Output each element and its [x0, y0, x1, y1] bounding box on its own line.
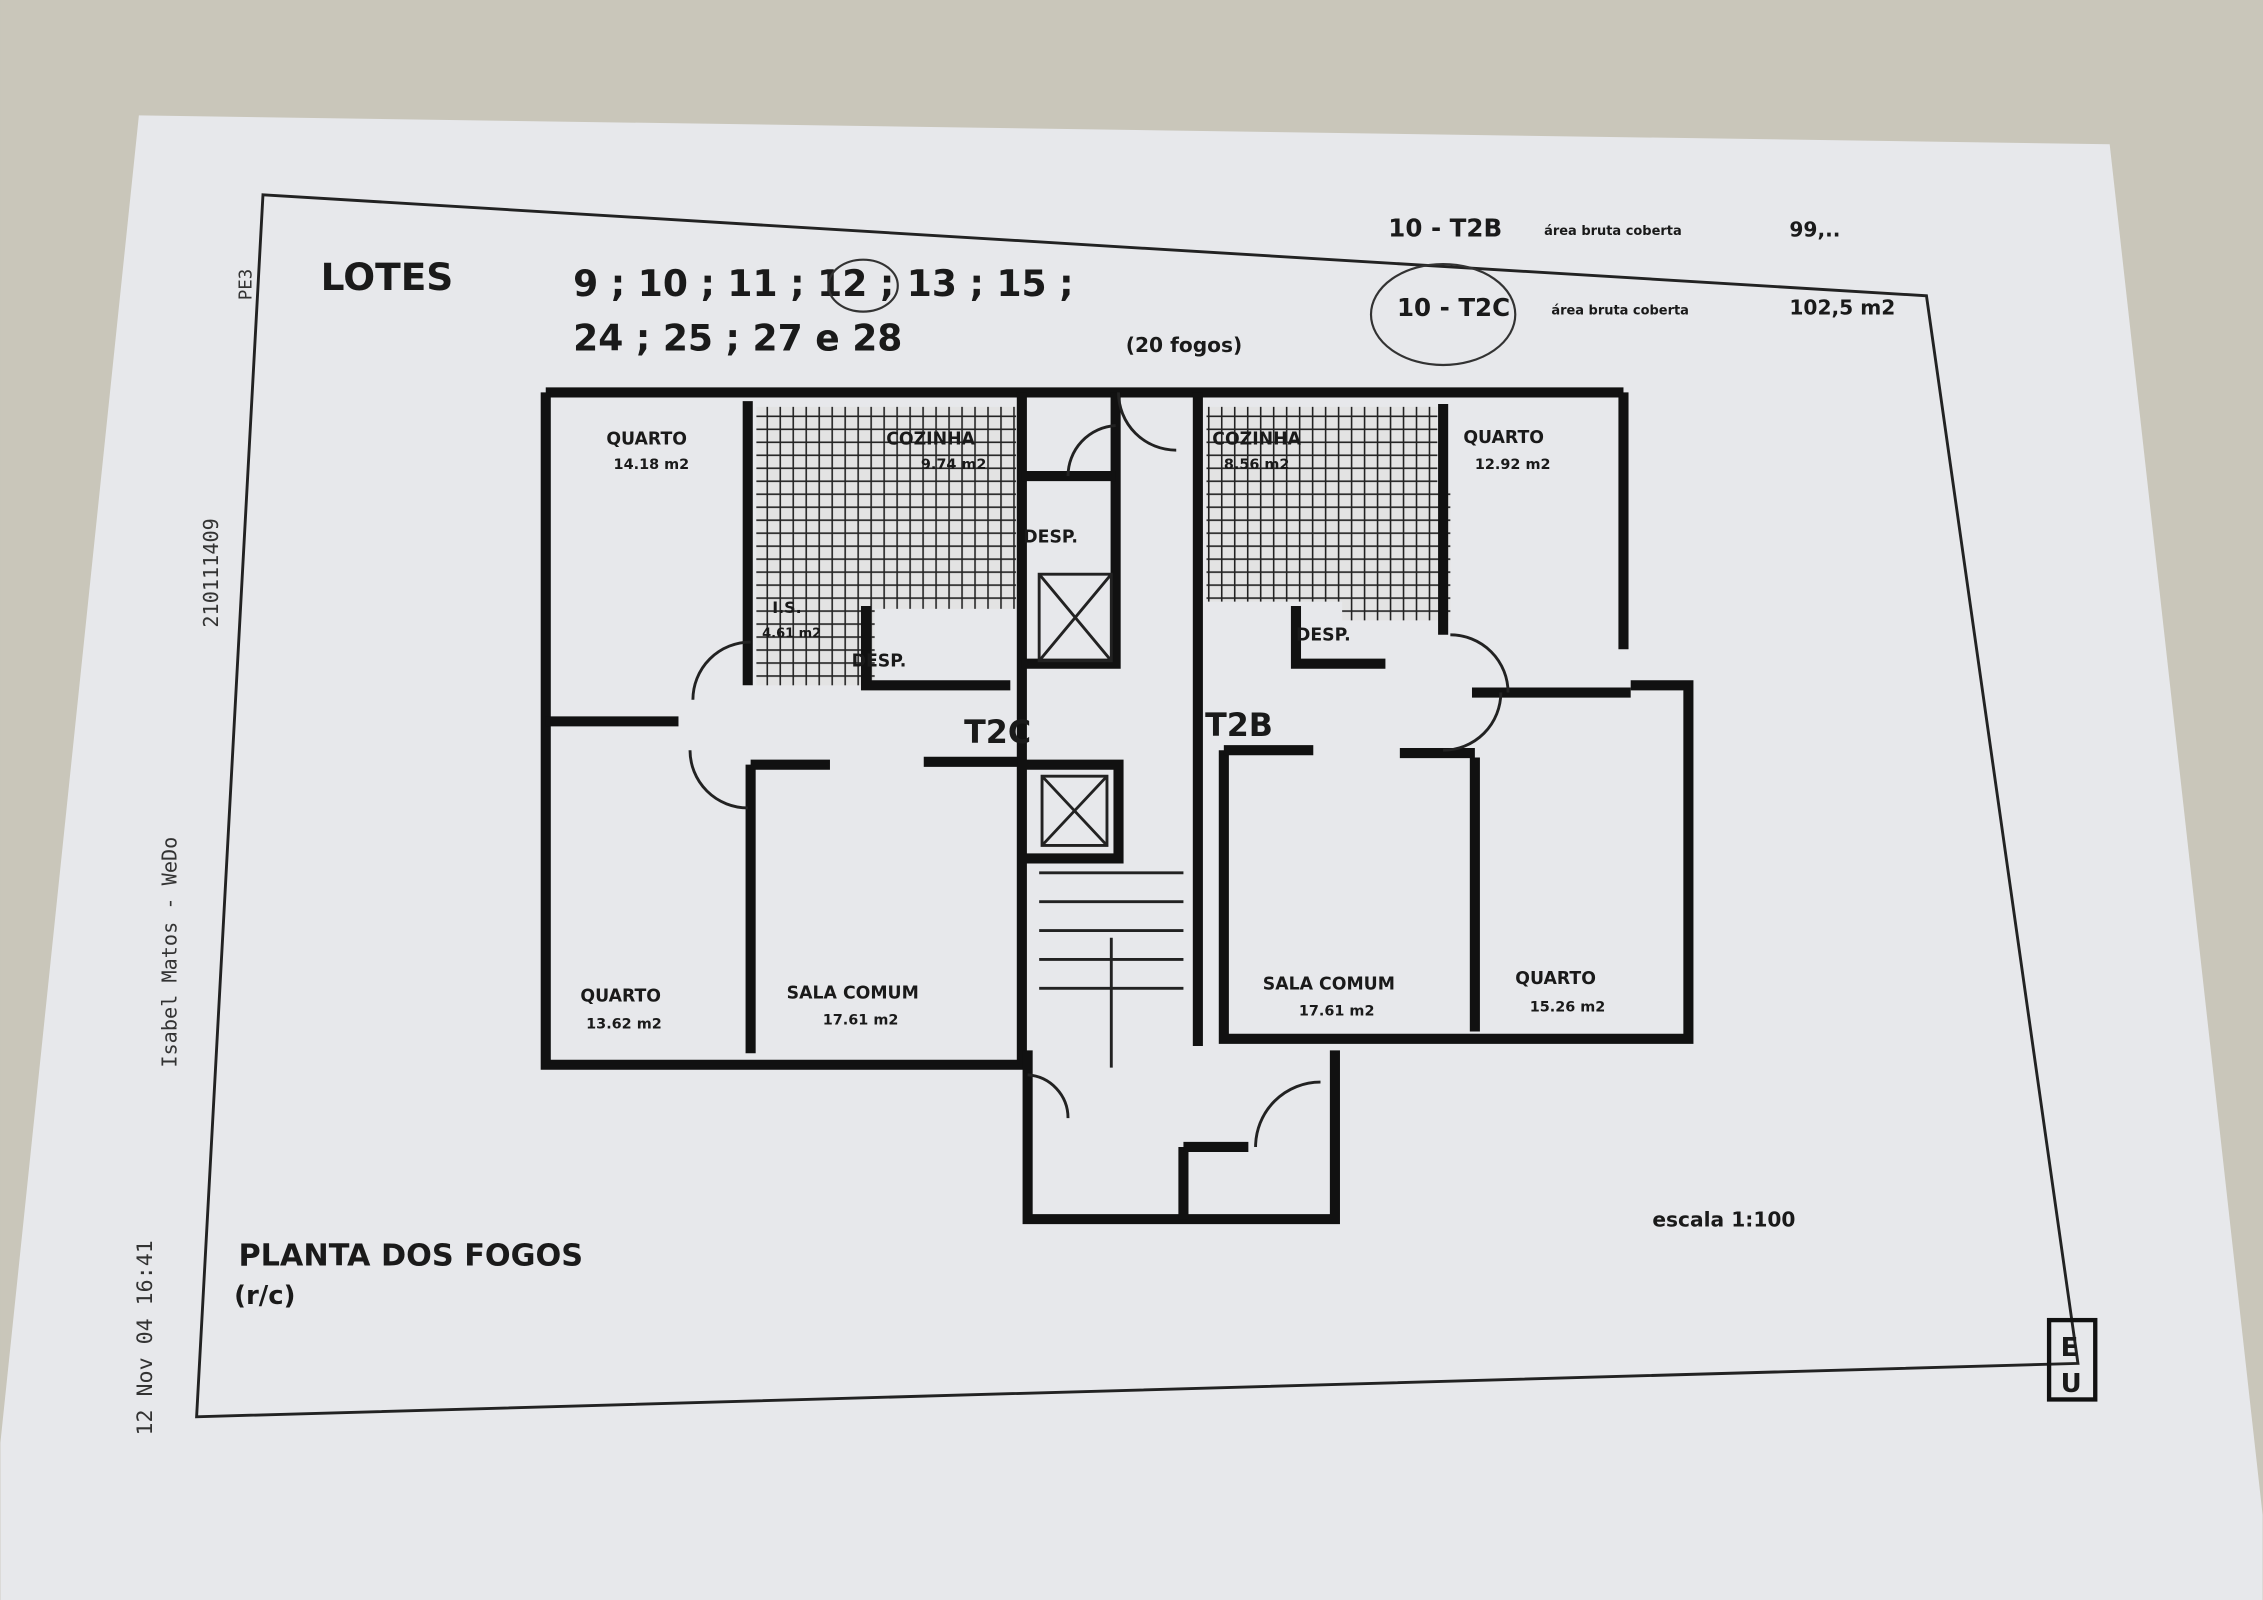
svg-text:área bruta coberta: área bruta coberta: [1551, 304, 1689, 319]
eu-logo: E U: [2046, 1317, 2098, 1402]
svg-text:15.26 m2: 15.26 m2: [1530, 999, 1606, 1015]
svg-text:4.61 m2: 4.61 m2: [762, 627, 821, 642]
lotes-list-1: 9 ; 10 ; 11 ; 12 ; 13 ; 15 ;: [573, 263, 1073, 305]
svg-text:9.74 m2: 9.74 m2: [921, 457, 987, 473]
svg-text:I.S.: I.S.: [772, 598, 801, 617]
room-quarto-3: QUARTO 12.92 m2: [1463, 428, 1550, 473]
svg-text:QUARTO: QUARTO: [606, 429, 687, 449]
svg-text:E: E: [2061, 1333, 2079, 1363]
legend-t2b: 10 - T2B área bruta coberta 99,..: [1388, 214, 1840, 243]
fogos-count: (20 fogos): [1126, 333, 1243, 357]
svg-text:8.56 m2: 8.56 m2: [1224, 457, 1290, 473]
svg-text:DESP.: DESP.: [852, 652, 907, 672]
room-cozinha-1: COZINHA 9.74 m2: [886, 429, 986, 473]
svg-text:COZINHA: COZINHA: [1212, 429, 1301, 449]
svg-text:SALA COMUM: SALA COMUM: [787, 983, 919, 1003]
paper-sheet: [0, 115, 2263, 1600]
svg-text:17.61 m2: 17.61 m2: [823, 1012, 899, 1028]
room-cozinha-2: COZINHA 8.56 m2: [1212, 429, 1301, 473]
unit-label-t2b: T2B: [1205, 708, 1273, 744]
room-desp-3: DESP.: [1296, 626, 1351, 646]
svg-text:99,..: 99,..: [1789, 218, 1840, 242]
svg-text:QUARTO: QUARTO: [1463, 428, 1544, 448]
room-sala-1: SALA COMUM 17.61 m2: [787, 983, 919, 1028]
print-timestamp: 12 Nov 04 16:41: [133, 1240, 158, 1435]
plan-subtitle: (r/c): [234, 1281, 295, 1311]
svg-text:QUARTO: QUARTO: [580, 986, 661, 1006]
drawing-frame: [195, 193, 2080, 1419]
room-desp-2: DESP.: [852, 652, 907, 672]
svg-text:12.92 m2: 12.92 m2: [1475, 457, 1551, 473]
svg-text:COZINHA: COZINHA: [886, 429, 975, 449]
room-is-1: I.S. 4.61 m2: [762, 598, 821, 642]
room-quarto-2: QUARTO 13.62 m2: [580, 986, 661, 1032]
legend-t2c: 10 - T2C área bruta coberta 102,5 m2: [1369, 262, 1895, 367]
svg-text:DESP.: DESP.: [1296, 626, 1351, 646]
sheet-code: PE3: [236, 269, 256, 300]
unit-label-t2c: T2C: [964, 715, 1031, 751]
svg-text:área bruta coberta: área bruta coberta: [1544, 224, 1682, 239]
svg-text:17.61 m2: 17.61 m2: [1299, 1004, 1375, 1020]
svg-text:SALA COMUM: SALA COMUM: [1263, 975, 1395, 995]
lotes-label: LOTES: [321, 255, 454, 299]
document-number: 210111409: [199, 518, 223, 627]
room-quarto-1: QUARTO 14.18 m2: [606, 429, 689, 473]
lotes-list-2: 24 ; 25 ; 27 e 28: [573, 318, 902, 360]
svg-text:14.18 m2: 14.18 m2: [614, 457, 690, 473]
room-sala-2: SALA COMUM 17.61 m2: [1263, 975, 1395, 1020]
scale-label: escala 1:100: [1652, 1207, 1795, 1231]
svg-text:10 - T2C: 10 - T2C: [1397, 293, 1510, 322]
plan-title: PLANTA DOS FOGOS: [238, 1238, 583, 1273]
svg-text:DESP.: DESP.: [1023, 527, 1078, 547]
room-quarto-4: QUARTO 15.26 m2: [1515, 969, 1605, 1015]
svg-text:10 - T2B: 10 - T2B: [1388, 214, 1502, 243]
floor-plan: T2C T2B QUARTO 14.18 m2 COZINHA 9.74 m2 I.…: [540, 387, 1694, 1225]
room-desp-1: DESP.: [1023, 527, 1078, 547]
svg-text:QUARTO: QUARTO: [1515, 969, 1596, 989]
author-note: Isabel Matos - WeDo: [157, 837, 181, 1068]
circle-mark: [827, 258, 899, 313]
svg-text:U: U: [2061, 1369, 2082, 1399]
svg-text:102,5 m2: 102,5 m2: [1789, 296, 1895, 320]
svg-text:13.62 m2: 13.62 m2: [586, 1017, 662, 1033]
